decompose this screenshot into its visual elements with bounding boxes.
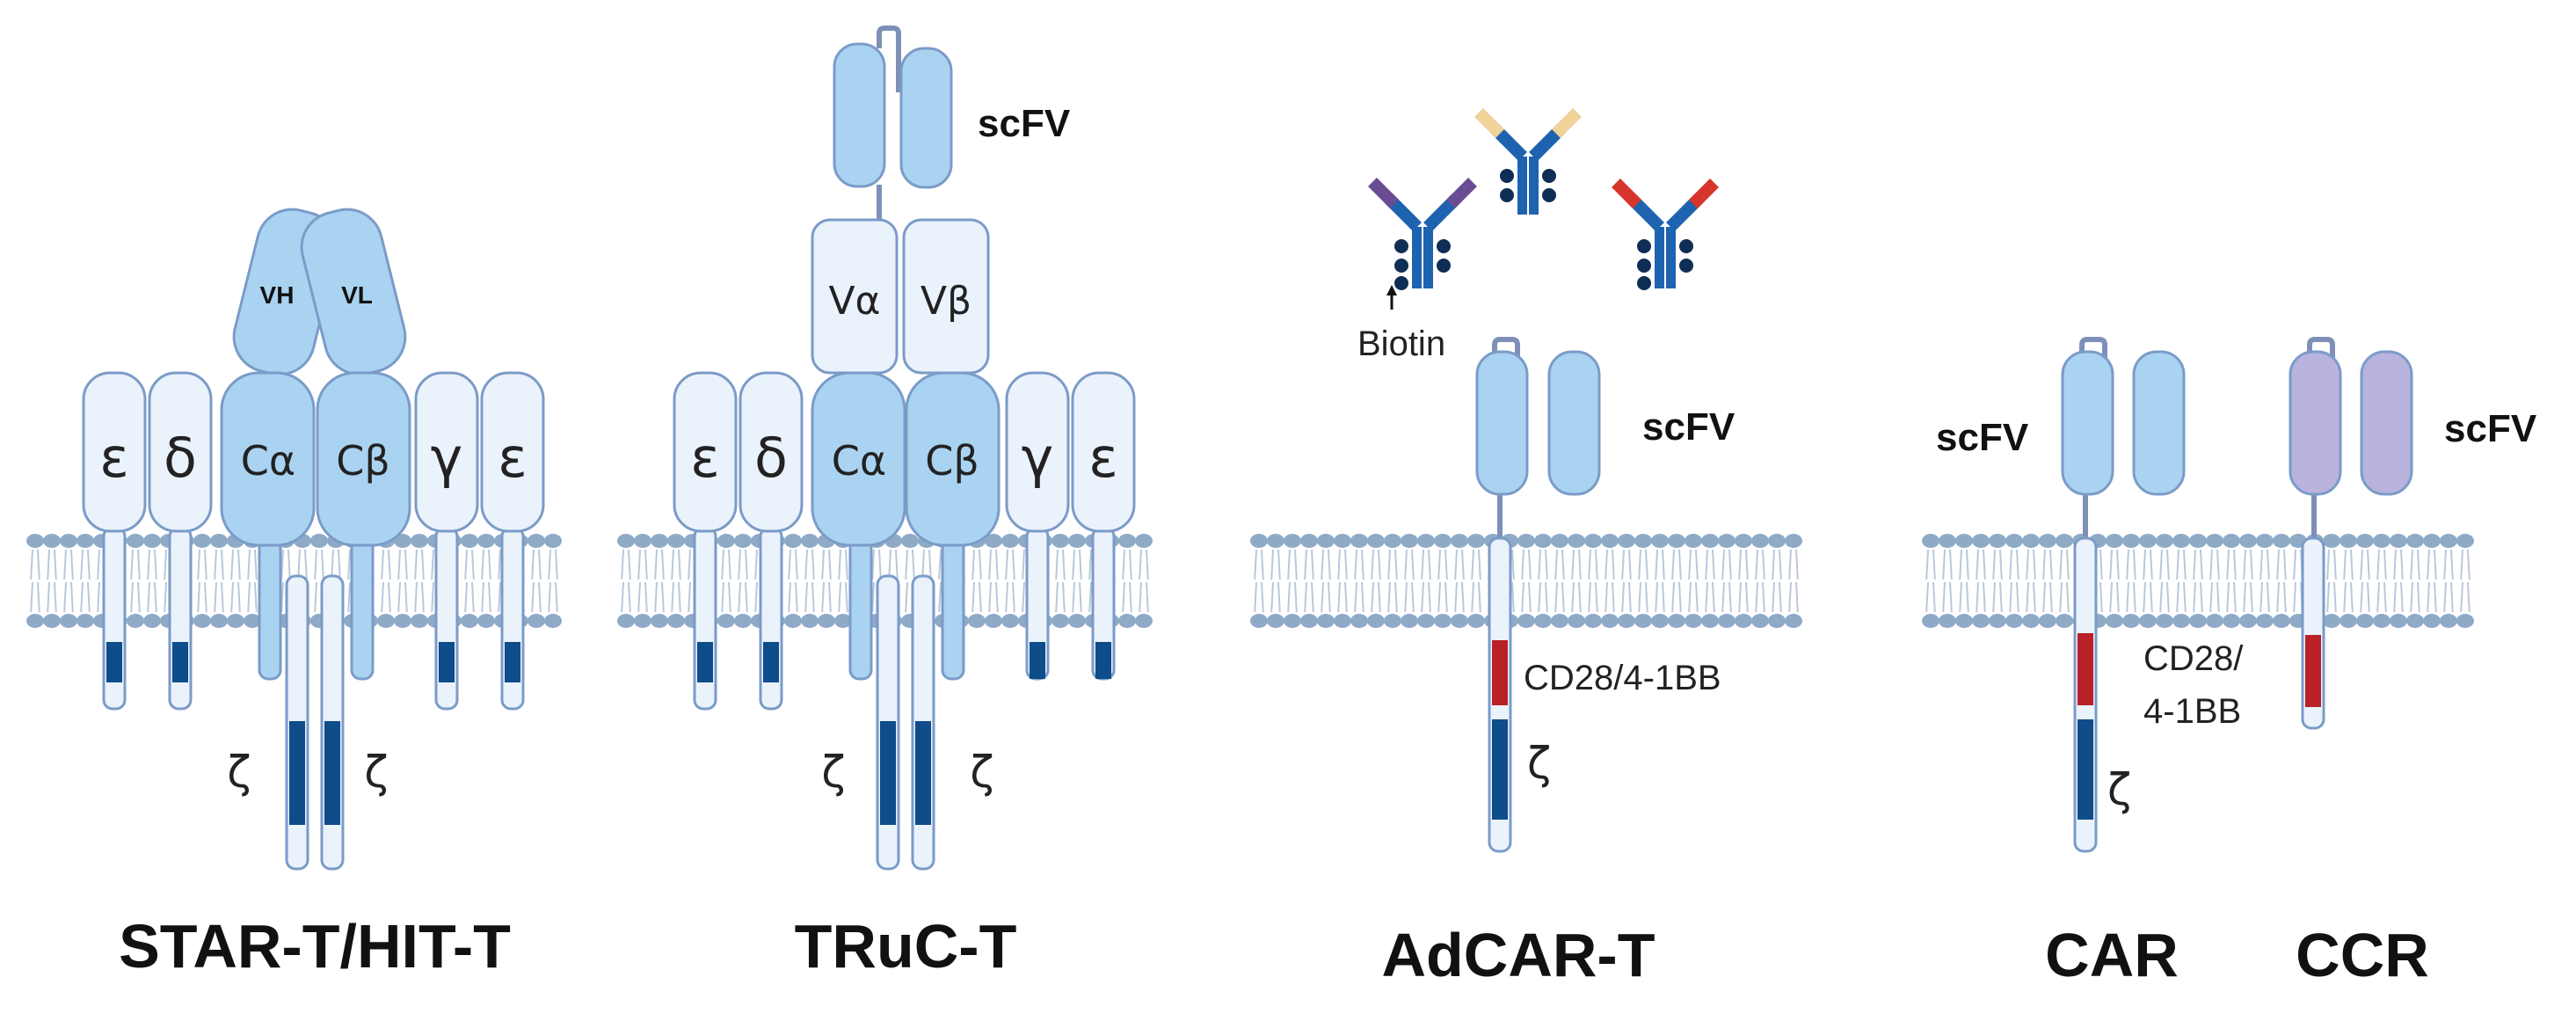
adcar-t-zeta-label: ζ [1527, 738, 1551, 789]
star-t-delta-domain [148, 371, 213, 533]
car-title: CAR [2045, 921, 2179, 989]
ccr-scfv-label: scFV [2444, 407, 2537, 450]
car-costim-label-line2: 4-1BB [2143, 692, 2241, 731]
truc-t-title: TRuC-T [795, 912, 1017, 981]
truc-t-zeta-label-right: ζ [970, 747, 993, 798]
panel-adcar-t: Biotin scFV CD28/4-1BB ζ AdCAR-T [1357, 108, 1736, 989]
truc-t-vbeta-label: Vβ [921, 279, 971, 324]
star-t-cbeta-domain [316, 371, 411, 547]
car-zeta-label: ζ [2107, 764, 2131, 815]
truc-t-delta-domain [739, 371, 804, 533]
star-t-gamma-domain [414, 371, 479, 533]
truc-t-epsilon-domain-2 [1071, 371, 1136, 533]
star-t-epsilon-label-1: ε [99, 426, 129, 490]
car-costim-label-line1: CD28/ [2143, 639, 2244, 678]
ccr-receptor [2289, 337, 2413, 730]
star-t-epsilon-domain-1 [82, 371, 147, 533]
star-t-zeta-label-right: ζ [364, 747, 388, 798]
star-t-calpha-domain [220, 371, 316, 547]
antibody-adapter-purple [1368, 178, 1477, 310]
truc-t-cbeta-label: Cβ [925, 437, 979, 485]
truc-t-scfv [833, 26, 953, 220]
membrane-segment [1250, 534, 1802, 628]
star-t-zeta-dimer [285, 574, 345, 871]
star-t-tails [102, 526, 525, 711]
panel-star-t: VH VL ε δ Cα Cβ γ ε ζ ζ STAR-T/HIT-T [82, 208, 545, 981]
star-t-vl-label: VL [341, 281, 373, 309]
truc-t-gamma-domain [1005, 371, 1070, 533]
star-t-vh-label: VH [260, 281, 295, 309]
panel-car: scFV CD28/ 4-1BB ζ CAR [1936, 337, 2244, 989]
star-t-calpha-label: Cα [241, 437, 295, 485]
truc-t-cbeta-domain [905, 371, 1001, 547]
cell-membranes [26, 534, 2474, 628]
star-t-cbeta-label: Cβ [336, 437, 389, 485]
star-t-epsilon-domain-2 [480, 371, 545, 533]
star-t-delta-label: δ [164, 426, 197, 490]
antibody-adapter-yellow [1474, 108, 1582, 215]
truc-t-delta-label: δ [754, 426, 788, 490]
truc-t-valpha-label: Vα [828, 279, 880, 324]
truc-t-epsilon-label-1: ε [690, 426, 720, 490]
adcar-t-scfv-label: scFV [1642, 405, 1736, 449]
truc-t-zeta-dimer [876, 574, 935, 871]
truc-t-gamma-label: γ [1022, 426, 1054, 490]
ccr-title: CCR [2296, 921, 2429, 989]
adcar-t-car-receptor [1475, 337, 1601, 853]
truc-t-zeta-label-left: ζ [821, 747, 845, 798]
truc-t-calpha-label: Cα [832, 437, 886, 485]
star-t-epsilon-label-2: ε [498, 426, 528, 490]
truc-t-epsilon-label-2: ε [1088, 426, 1118, 490]
truc-t-scfv-label: scFV [978, 102, 1071, 145]
star-t-zeta-label-left: ζ [227, 747, 251, 798]
adcar-t-costim-label: CD28/4-1BB [1524, 659, 1721, 697]
adcar-t-title: AdCAR-T [1381, 921, 1655, 989]
antibody-adapter-red [1612, 179, 1719, 290]
adcar-t-biotin-label: Biotin [1357, 325, 1445, 363]
truc-t-epsilon-domain-1 [673, 371, 738, 533]
car-scfv-label: scFV [1936, 416, 2029, 459]
membrane-segment [1922, 534, 2474, 628]
star-t-title: STAR-T/HIT-T [119, 912, 511, 981]
star-t-gamma-label: γ [431, 426, 463, 490]
car-receptor [2061, 337, 2186, 853]
panel-truc-t: scFV Vα Vβ ε δ Cα Cβ γ ε ζ ζ TRuC-T [673, 26, 1136, 981]
panel-ccr: scFV CCR [2289, 337, 2537, 989]
truc-t-calpha-domain [811, 371, 906, 547]
